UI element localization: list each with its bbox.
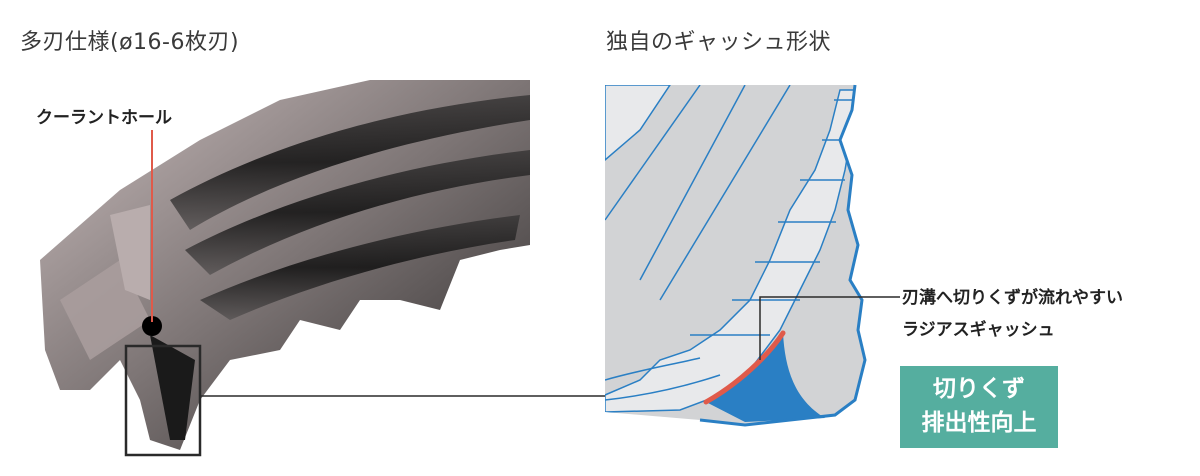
coolant-hole bbox=[142, 316, 162, 336]
highlight-box bbox=[124, 344, 202, 457]
gash-diagram bbox=[605, 84, 900, 427]
radius-gash-label: 刃溝へ切りくずが流れやすい ラジアスギャッシュ bbox=[902, 282, 1123, 346]
radius-gash-label-line2: ラジアスギャッシュ bbox=[902, 320, 1055, 340]
coolant-hole-label: クーラントホール bbox=[36, 108, 172, 128]
badge-line1: 切りくず bbox=[933, 376, 1025, 402]
radius-gash-label-line1: 刃溝へ切りくずが流れやすい bbox=[902, 288, 1123, 308]
gash-leader-line bbox=[759, 296, 900, 360]
radius-gash-edge bbox=[703, 330, 786, 405]
right-panel-title: 独自のギャッシュ形状 bbox=[606, 30, 832, 55]
end-mill-photo bbox=[40, 80, 530, 457]
badge-line2: 排出性向上 bbox=[921, 410, 1037, 436]
left-panel-title: 多刃仕様(ø16-6枚刃) bbox=[20, 30, 240, 55]
chip-evacuation-badge: 切りくず 排出性向上 bbox=[900, 366, 1058, 448]
